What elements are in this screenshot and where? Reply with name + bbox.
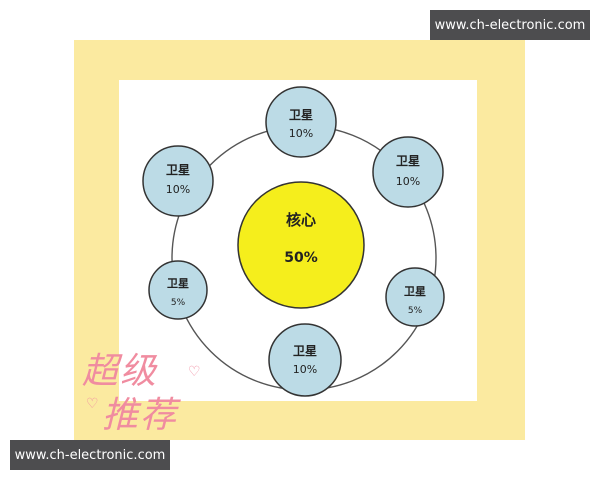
satellite-node: 卫星 10% bbox=[142, 145, 214, 217]
satellite-value: 10% bbox=[293, 363, 317, 376]
satellite-label: 卫星 bbox=[166, 163, 190, 177]
heart-icon: ♡ bbox=[188, 364, 201, 380]
satellite-value: 10% bbox=[289, 127, 313, 140]
satellite-value: 10% bbox=[396, 175, 420, 188]
satellite-value: 5% bbox=[171, 298, 186, 308]
heart-icon: ♡ bbox=[86, 396, 99, 412]
handwriting-line-1: 超级 bbox=[82, 351, 159, 392]
satellite-node: 卫星 10% bbox=[268, 323, 342, 397]
satellite-circle bbox=[372, 136, 444, 208]
satellite-label: 卫星 bbox=[289, 108, 313, 122]
watermark-top: www.ch-electronic.com bbox=[430, 10, 590, 40]
satellite-circle bbox=[385, 267, 445, 327]
satellite-label: 卫星 bbox=[396, 154, 420, 168]
satellite-node: 卫星 10% bbox=[372, 136, 444, 208]
satellite-value: 5% bbox=[408, 306, 423, 316]
satellite-circle bbox=[268, 323, 342, 397]
handwriting-line-2: 推荐 bbox=[102, 395, 179, 436]
core-label: 核心 bbox=[286, 211, 316, 229]
satellite-label: 卫星 bbox=[167, 277, 189, 290]
handwritten-sticker: 超级 ♡ ♡ 推荐 bbox=[80, 340, 210, 436]
satellite-label: 卫星 bbox=[404, 285, 426, 298]
satellite-node: 卫星 10% bbox=[265, 86, 337, 158]
satellite-label: 卫星 bbox=[293, 344, 317, 358]
core-circle bbox=[237, 181, 365, 309]
satellite-circle bbox=[148, 260, 208, 320]
core-value: 50% bbox=[284, 250, 318, 266]
satellite-node: 卫星 5% bbox=[385, 267, 445, 327]
satellite-node: 卫星 5% bbox=[148, 260, 208, 320]
satellite-value: 10% bbox=[166, 183, 190, 196]
watermark-bottom: www.ch-electronic.com bbox=[10, 440, 170, 470]
core-node: 核心 50% bbox=[237, 181, 365, 309]
satellite-circle bbox=[142, 145, 214, 217]
satellite-circle bbox=[265, 86, 337, 158]
